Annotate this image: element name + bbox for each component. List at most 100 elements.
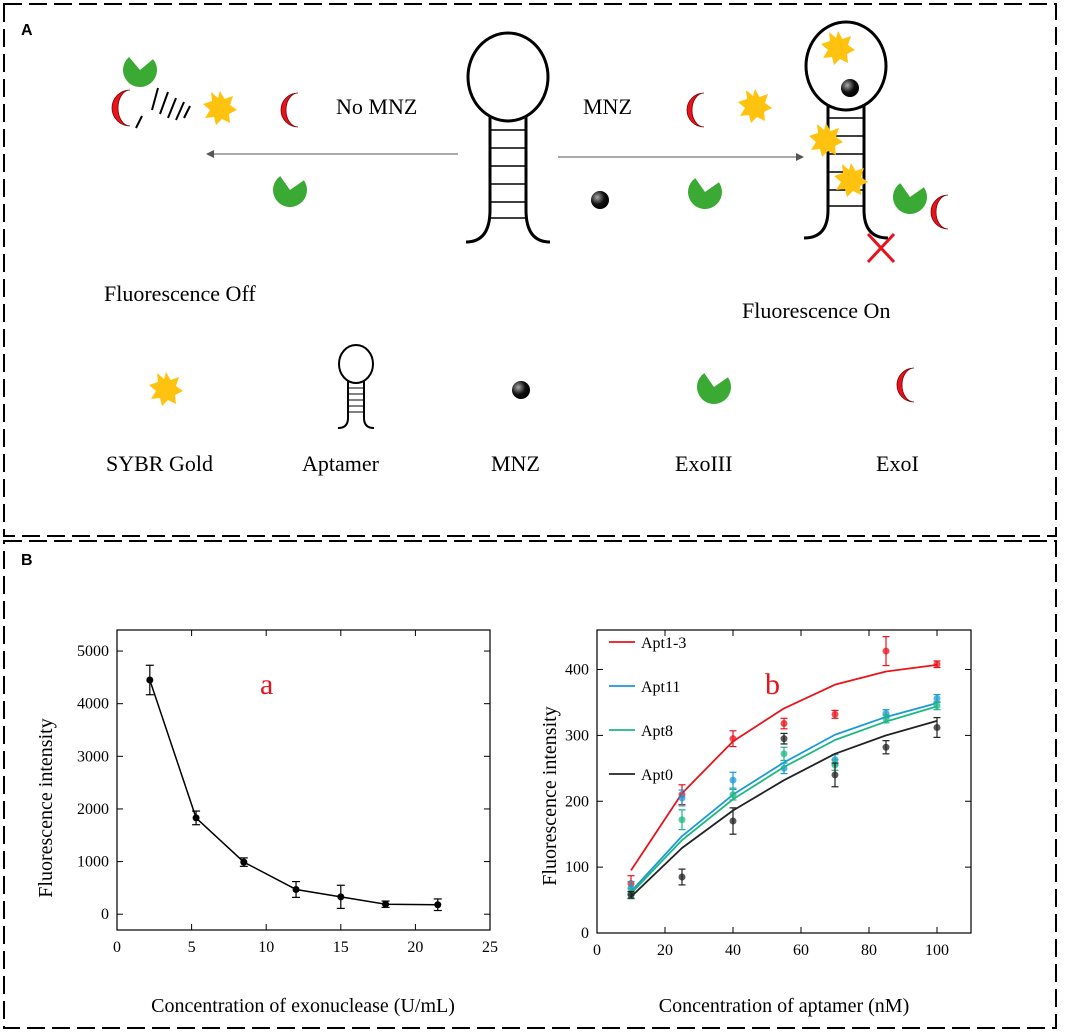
chart-b-apt1-3-legend-label: Apt1-3 — [641, 635, 686, 652]
chart-b-panel-letter: b — [765, 668, 780, 701]
chart-b-xtick-label: 60 — [793, 942, 809, 959]
chart-b-apt11-point — [678, 794, 686, 802]
chart-a-xlabel: Concentration of exonuclease (U/mL) — [151, 995, 455, 1017]
legend-sybr-gold-star-icon — [149, 372, 183, 406]
chart-b-ytick-label: 200 — [565, 793, 589, 810]
arrow-left-label: No MNZ — [336, 94, 417, 119]
legend-label-mnz: MNZ — [491, 451, 540, 476]
chart-b-xtick-label: 80 — [861, 942, 877, 959]
legend-label-sybr-gold: SYBR Gold — [106, 451, 213, 476]
chart-b-ytick-label: 400 — [565, 662, 589, 679]
arrow-right-label: MNZ — [583, 94, 632, 119]
result-right: Fluorescence On — [742, 298, 890, 323]
legend-label-exoiii: ExoIII — [675, 451, 732, 476]
left-arrow — [206, 150, 458, 158]
sybr-gold-star-icon — [809, 123, 843, 157]
sybr-gold-star-icon — [821, 31, 855, 65]
chart-b: b Concentration of aptamer (nM) Fluoresc… — [539, 629, 972, 1017]
chart-b-xlabel: Concentration of aptamer (nM) — [659, 995, 909, 1017]
chart-b-apt8-point — [780, 750, 788, 758]
mnz-ball-icon — [591, 191, 609, 209]
chart-a-ytick-label: 0 — [101, 906, 109, 923]
chart-b-xtick-label: 0 — [593, 942, 601, 959]
exoiii-pacman-icon — [266, 166, 314, 214]
result-left: Fluorescence Off — [104, 281, 256, 306]
chart-a-ytick-label: 1000 — [77, 854, 109, 871]
chart-b-apt1-3-point — [933, 660, 941, 668]
legend-exoi-crescent-icon — [896, 367, 915, 403]
legend-label-aptamer: Aptamer — [302, 451, 380, 476]
mnz-ball-icon — [841, 79, 859, 97]
chart-b-apt0-point — [882, 743, 890, 751]
chart-b-apt8-point — [678, 816, 686, 824]
chart-b-xtick-label: 40 — [725, 942, 741, 959]
chart-b-ytick-label: 0 — [581, 925, 589, 942]
panel-a-label: A — [21, 22, 33, 39]
exoiii-pacman-icon — [116, 46, 164, 94]
dna-fragment-icon — [135, 87, 191, 129]
chart-b-ytick-label: 300 — [565, 727, 589, 744]
sybr-gold-star-icon — [738, 89, 772, 123]
chart-a-ytick-label: 4000 — [77, 696, 109, 713]
aptamer-hairpin-icon — [465, 31, 551, 244]
chart-b-apt0-point — [933, 723, 941, 731]
chart-b-apt1-3-point — [729, 735, 737, 743]
chart-a-panel-letter: a — [260, 668, 273, 701]
chart-a-point — [382, 900, 390, 908]
chart-a-point — [146, 676, 154, 684]
chart-a-xtick-label: 15 — [333, 939, 349, 956]
chart-a-xtick-label: 10 — [258, 939, 274, 956]
chart-a-point — [337, 893, 345, 901]
chart-a-ylabel: Fluorescence intensity — [35, 718, 57, 897]
schematic: No MNZ MNZ Fluo — [104, 20, 949, 476]
chart-a-series-line — [149, 679, 438, 906]
chart-b-apt8-point — [882, 715, 890, 723]
chart-a-point — [192, 814, 200, 822]
exoi-crescent-icon — [930, 194, 949, 230]
chart-a-plot-frame — [116, 629, 491, 931]
chart-a-xtick-label: 25 — [482, 939, 498, 956]
chart-b-xtick-label: 20 — [657, 942, 673, 959]
chart-b-apt0-legend-label: Apt0 — [641, 767, 673, 784]
chart-a-ytick-label: 3000 — [77, 748, 109, 765]
panel-b-label: B — [21, 552, 33, 569]
exoi-crescent-icon — [686, 92, 705, 128]
chart-a-ytick-label: 2000 — [77, 801, 109, 818]
exoiii-pacman-icon — [681, 168, 729, 216]
chart-b-apt11-fit-line — [630, 702, 938, 893]
chart-b-apt8-legend-label: Apt8 — [641, 723, 673, 740]
chart-b-apt1-3-point — [831, 710, 839, 718]
chart-b-apt0-point — [780, 735, 788, 743]
exoiii-pacman-icon — [886, 173, 934, 221]
legend-exoiii-pacman-icon — [690, 363, 738, 411]
right-arrow — [558, 153, 804, 161]
block-x-icon — [866, 232, 896, 264]
chart-a-point — [434, 901, 442, 909]
sybr-gold-star-icon — [203, 91, 237, 125]
chart-a-point — [240, 858, 248, 866]
legend-aptamer-hairpin-icon — [337, 344, 375, 429]
chart-b-apt0-point — [678, 873, 686, 881]
chart-b-apt0-point — [627, 891, 635, 899]
chart-a-xtick-label: 20 — [407, 939, 423, 956]
chart-b-apt0-point — [831, 771, 839, 779]
chart-b-apt11-legend-label: Apt11 — [641, 679, 680, 696]
chart-b-apt1-3-point — [780, 720, 788, 728]
chart-b-apt8-point — [729, 791, 737, 799]
exoi-crescent-icon — [280, 92, 299, 128]
chart-b-apt0-point — [729, 817, 737, 825]
chart-a-xtick-label: 5 — [188, 939, 196, 956]
chart-b-apt11-point — [729, 776, 737, 784]
chart-b-apt8-point — [933, 702, 941, 710]
chart-b-xtick-label: 100 — [925, 942, 949, 959]
chart-b-ytick-label: 100 — [565, 859, 589, 876]
chart-b-apt1-3-point — [882, 647, 890, 655]
chart-a-point — [292, 885, 300, 893]
chart-b-apt11-point — [933, 695, 941, 703]
chart-b-plot-frame — [596, 629, 972, 934]
chart-b-ylabel: Fluorescence intensity — [539, 706, 561, 885]
chart-b-apt0-fit-line — [630, 720, 938, 898]
chart-a: a Concentration of exonuclease (U/mL) Fl… — [35, 629, 498, 1017]
legend-label-exoi: ExoI — [876, 451, 919, 476]
